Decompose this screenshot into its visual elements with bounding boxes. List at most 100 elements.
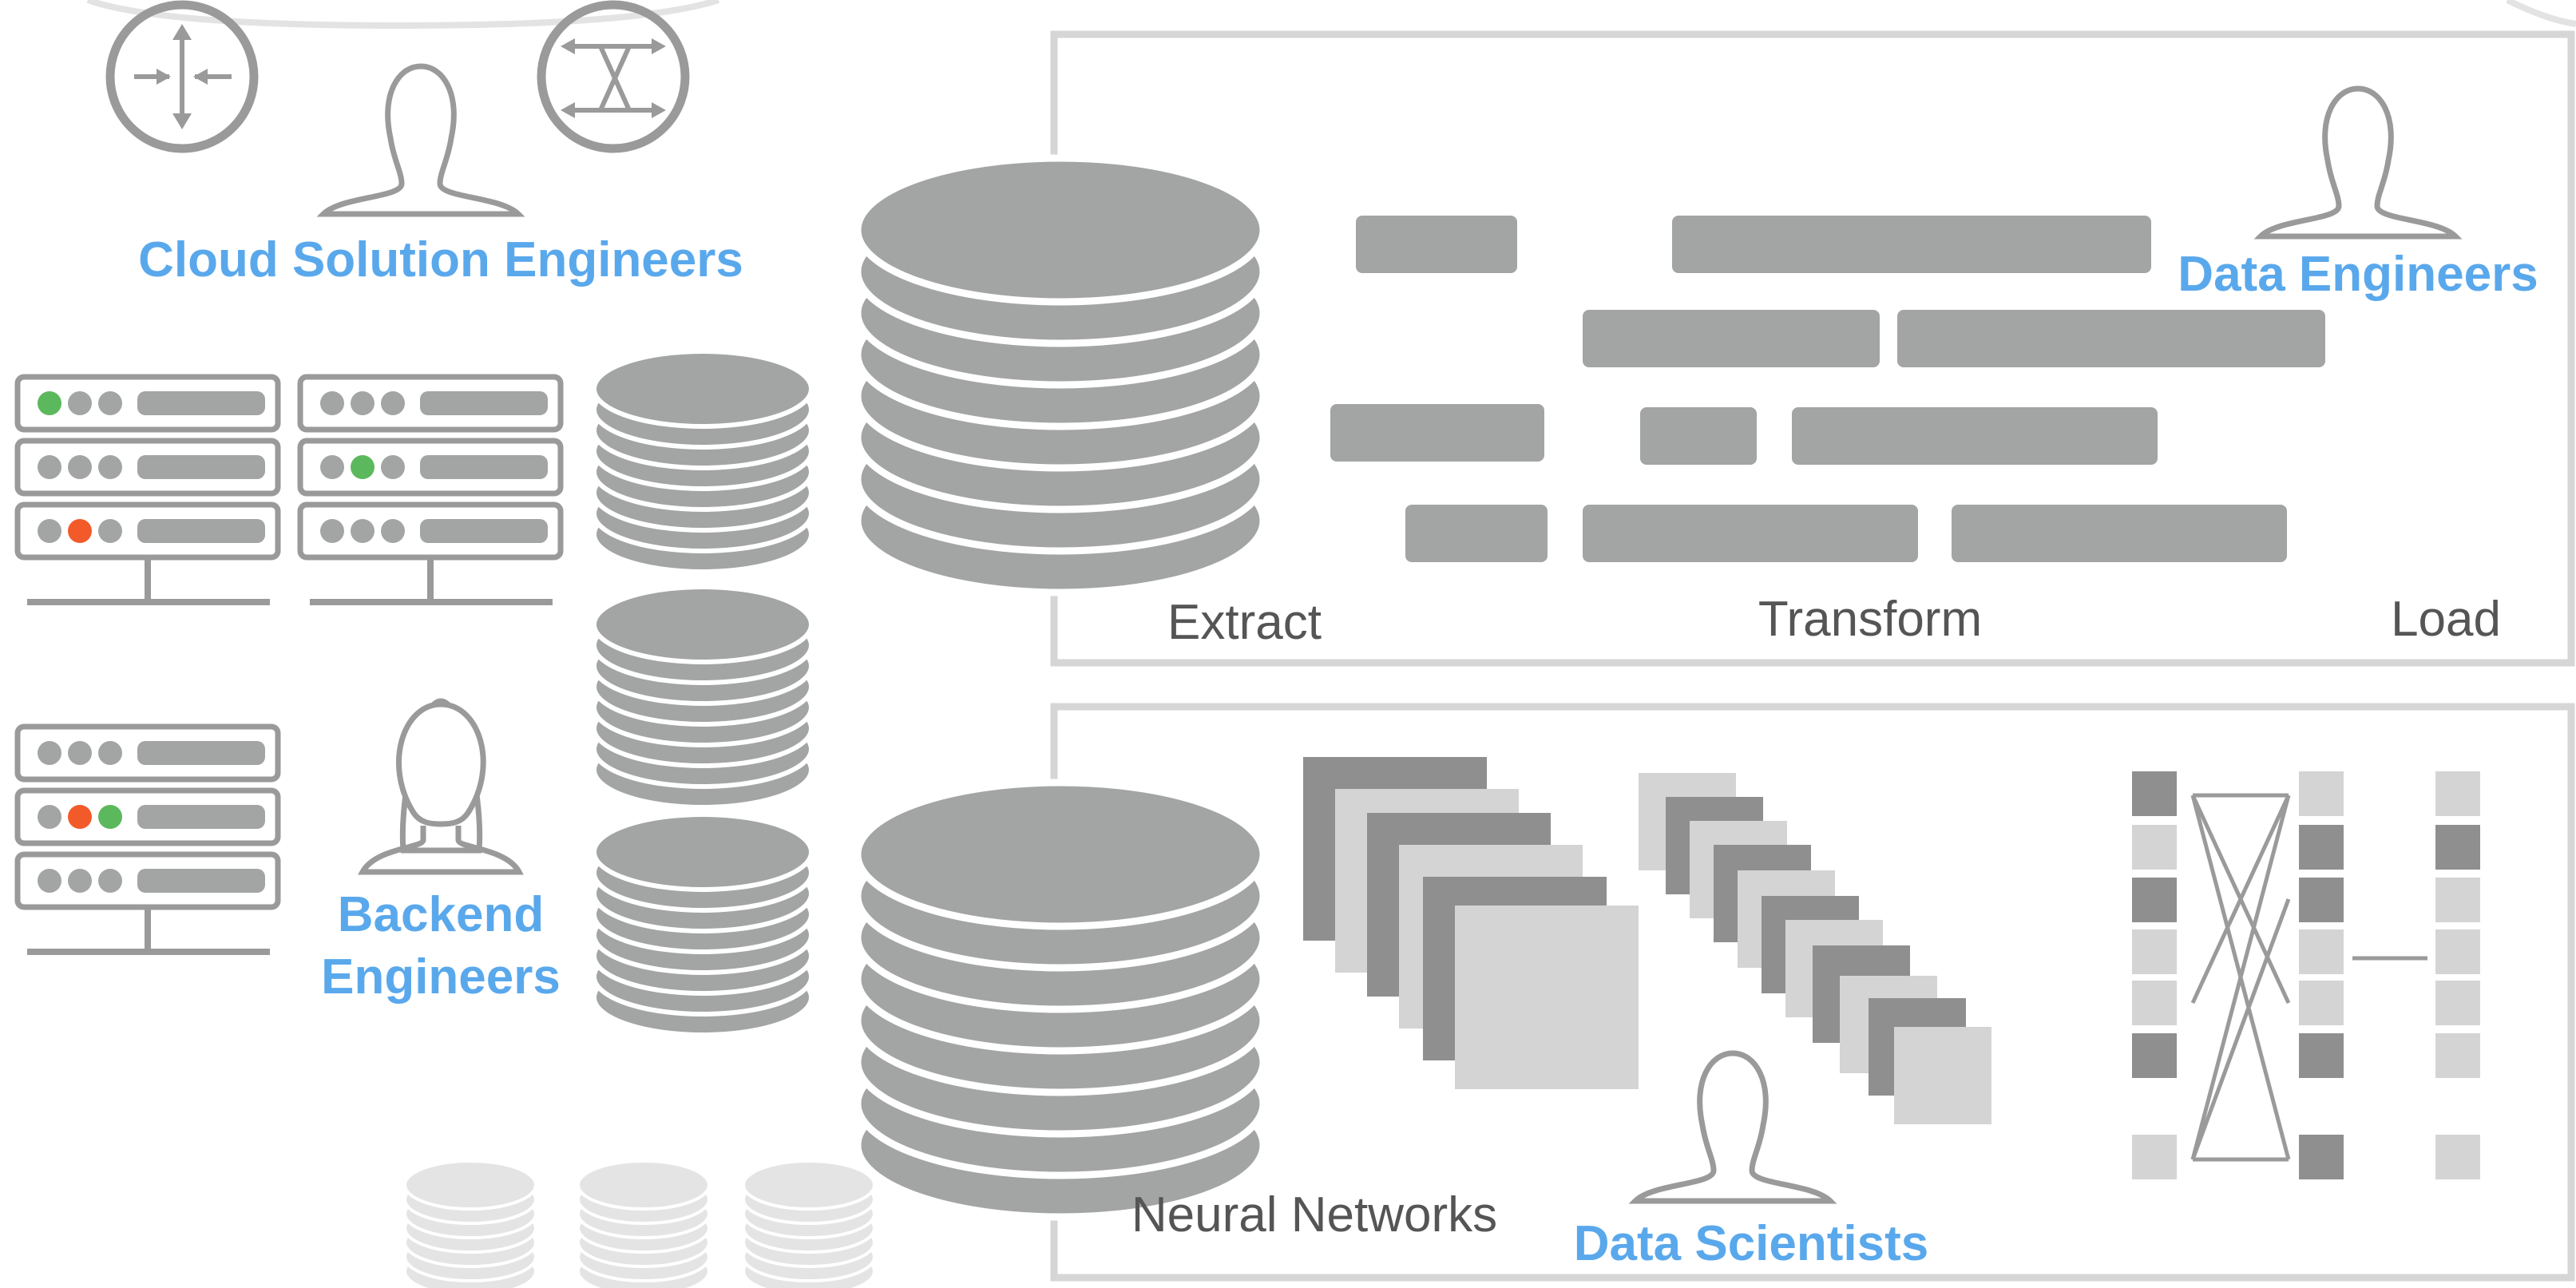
network-node <box>2132 981 2177 1025</box>
etl-bar <box>1356 216 1517 273</box>
network-node <box>2299 929 2344 974</box>
status-led <box>38 519 61 543</box>
status-led <box>351 519 375 543</box>
network-node <box>2132 878 2177 922</box>
database-disk <box>854 154 1267 306</box>
status-led <box>351 391 375 415</box>
server-racks <box>14 374 564 955</box>
status-led <box>68 455 92 479</box>
database-disk <box>592 349 814 429</box>
network-node <box>2435 825 2480 870</box>
status-led <box>68 519 92 543</box>
database-icon-large-top <box>854 154 1267 596</box>
status-led <box>68 805 92 829</box>
network-node <box>2435 878 2480 922</box>
network-node <box>2299 771 2344 816</box>
etl-bar <box>1405 505 1548 562</box>
etl-bar <box>1792 407 2158 465</box>
person-icon-cloud-solution-engineer <box>323 66 518 214</box>
network-node <box>2299 1135 2344 1179</box>
network-node <box>2435 981 2480 1025</box>
person-female-icon <box>358 698 524 875</box>
label-data-scientists: Data Scientists <box>1574 1216 1929 1271</box>
person-icon-data-scientist <box>1635 1053 1830 1201</box>
label-transform: Transform <box>1758 592 1982 647</box>
status-led <box>68 741 92 765</box>
router-icon <box>105 0 259 153</box>
network-node <box>2132 771 2177 816</box>
drive-bar <box>420 455 548 479</box>
status-led <box>98 519 122 543</box>
status-led <box>68 391 92 415</box>
network-node <box>2435 771 2480 816</box>
network-node <box>2299 825 2344 870</box>
network-node <box>2132 929 2177 974</box>
label-backend-engineers-line1: Backend <box>338 887 544 942</box>
status-led <box>320 519 344 543</box>
status-led <box>68 869 92 893</box>
drive-bar <box>137 869 265 893</box>
database-icon-small <box>592 585 814 810</box>
status-led <box>381 455 405 479</box>
label-data-engineers: Data Engineers <box>2178 247 2538 302</box>
database-disk <box>403 1159 537 1211</box>
status-led <box>98 805 122 829</box>
status-led <box>320 455 344 479</box>
dense-network <box>2132 771 2480 1179</box>
label-neural-networks: Neural Networks <box>1131 1187 1497 1242</box>
status-led <box>98 455 122 479</box>
etl-bar <box>1640 407 1757 465</box>
database-icon-small <box>592 812 814 1037</box>
database-icon-small <box>592 349 814 574</box>
etl-bar <box>1330 404 1544 462</box>
feature-map-small <box>1894 1027 1991 1124</box>
person-icon-data-engineer <box>2261 89 2455 236</box>
etl-bar <box>1583 310 1880 367</box>
server-rack-icon <box>297 374 564 605</box>
status-led <box>98 741 122 765</box>
etl-bar <box>1897 310 2325 367</box>
network-node <box>2435 929 2480 974</box>
status-led <box>38 391 61 415</box>
status-led <box>381 391 405 415</box>
network-node <box>2299 878 2344 922</box>
database-icon-faint <box>403 1159 537 1288</box>
drive-bar <box>420 391 548 415</box>
database-icon-large-bottom <box>854 779 1267 1221</box>
network-node <box>2132 1135 2177 1179</box>
network-node <box>2435 1135 2480 1179</box>
feature-map <box>1455 906 1639 1089</box>
drive-bar <box>137 455 265 479</box>
network-node <box>2435 1033 2480 1078</box>
label-backend-engineers-line2: Engineers <box>321 949 561 1005</box>
etl-bar <box>1952 505 2287 562</box>
label-load: Load <box>2391 592 2501 647</box>
etl-bar <box>1672 216 2151 273</box>
top-right-cloud-outline <box>2506 0 2576 27</box>
drive-bar <box>137 519 265 543</box>
status-led <box>38 455 61 479</box>
drive-bar <box>137 741 265 765</box>
status-led <box>38 805 61 829</box>
database-icon-faint <box>577 1159 711 1288</box>
server-rack-icon <box>14 374 281 605</box>
database-disk <box>742 1159 876 1211</box>
database-icon-faint <box>742 1159 876 1288</box>
database-disk <box>592 585 814 664</box>
label-extract: Extract <box>1167 595 1322 650</box>
network-node <box>2299 981 2344 1025</box>
server-rack-icon <box>14 723 281 955</box>
status-led <box>320 391 344 415</box>
network-node <box>2299 1033 2344 1078</box>
database-disk <box>577 1159 711 1211</box>
status-led <box>351 455 375 479</box>
cnn-feature-maps <box>1303 757 1991 1124</box>
label-cloud-solution-engineers: Cloud Solution Engineers <box>138 232 743 287</box>
drive-bar <box>137 805 265 829</box>
switch-icon <box>537 0 690 153</box>
drive-bar <box>420 519 548 543</box>
status-led <box>98 391 122 415</box>
etl-data-bars <box>1330 216 2325 562</box>
etl-bar <box>1583 505 1918 562</box>
